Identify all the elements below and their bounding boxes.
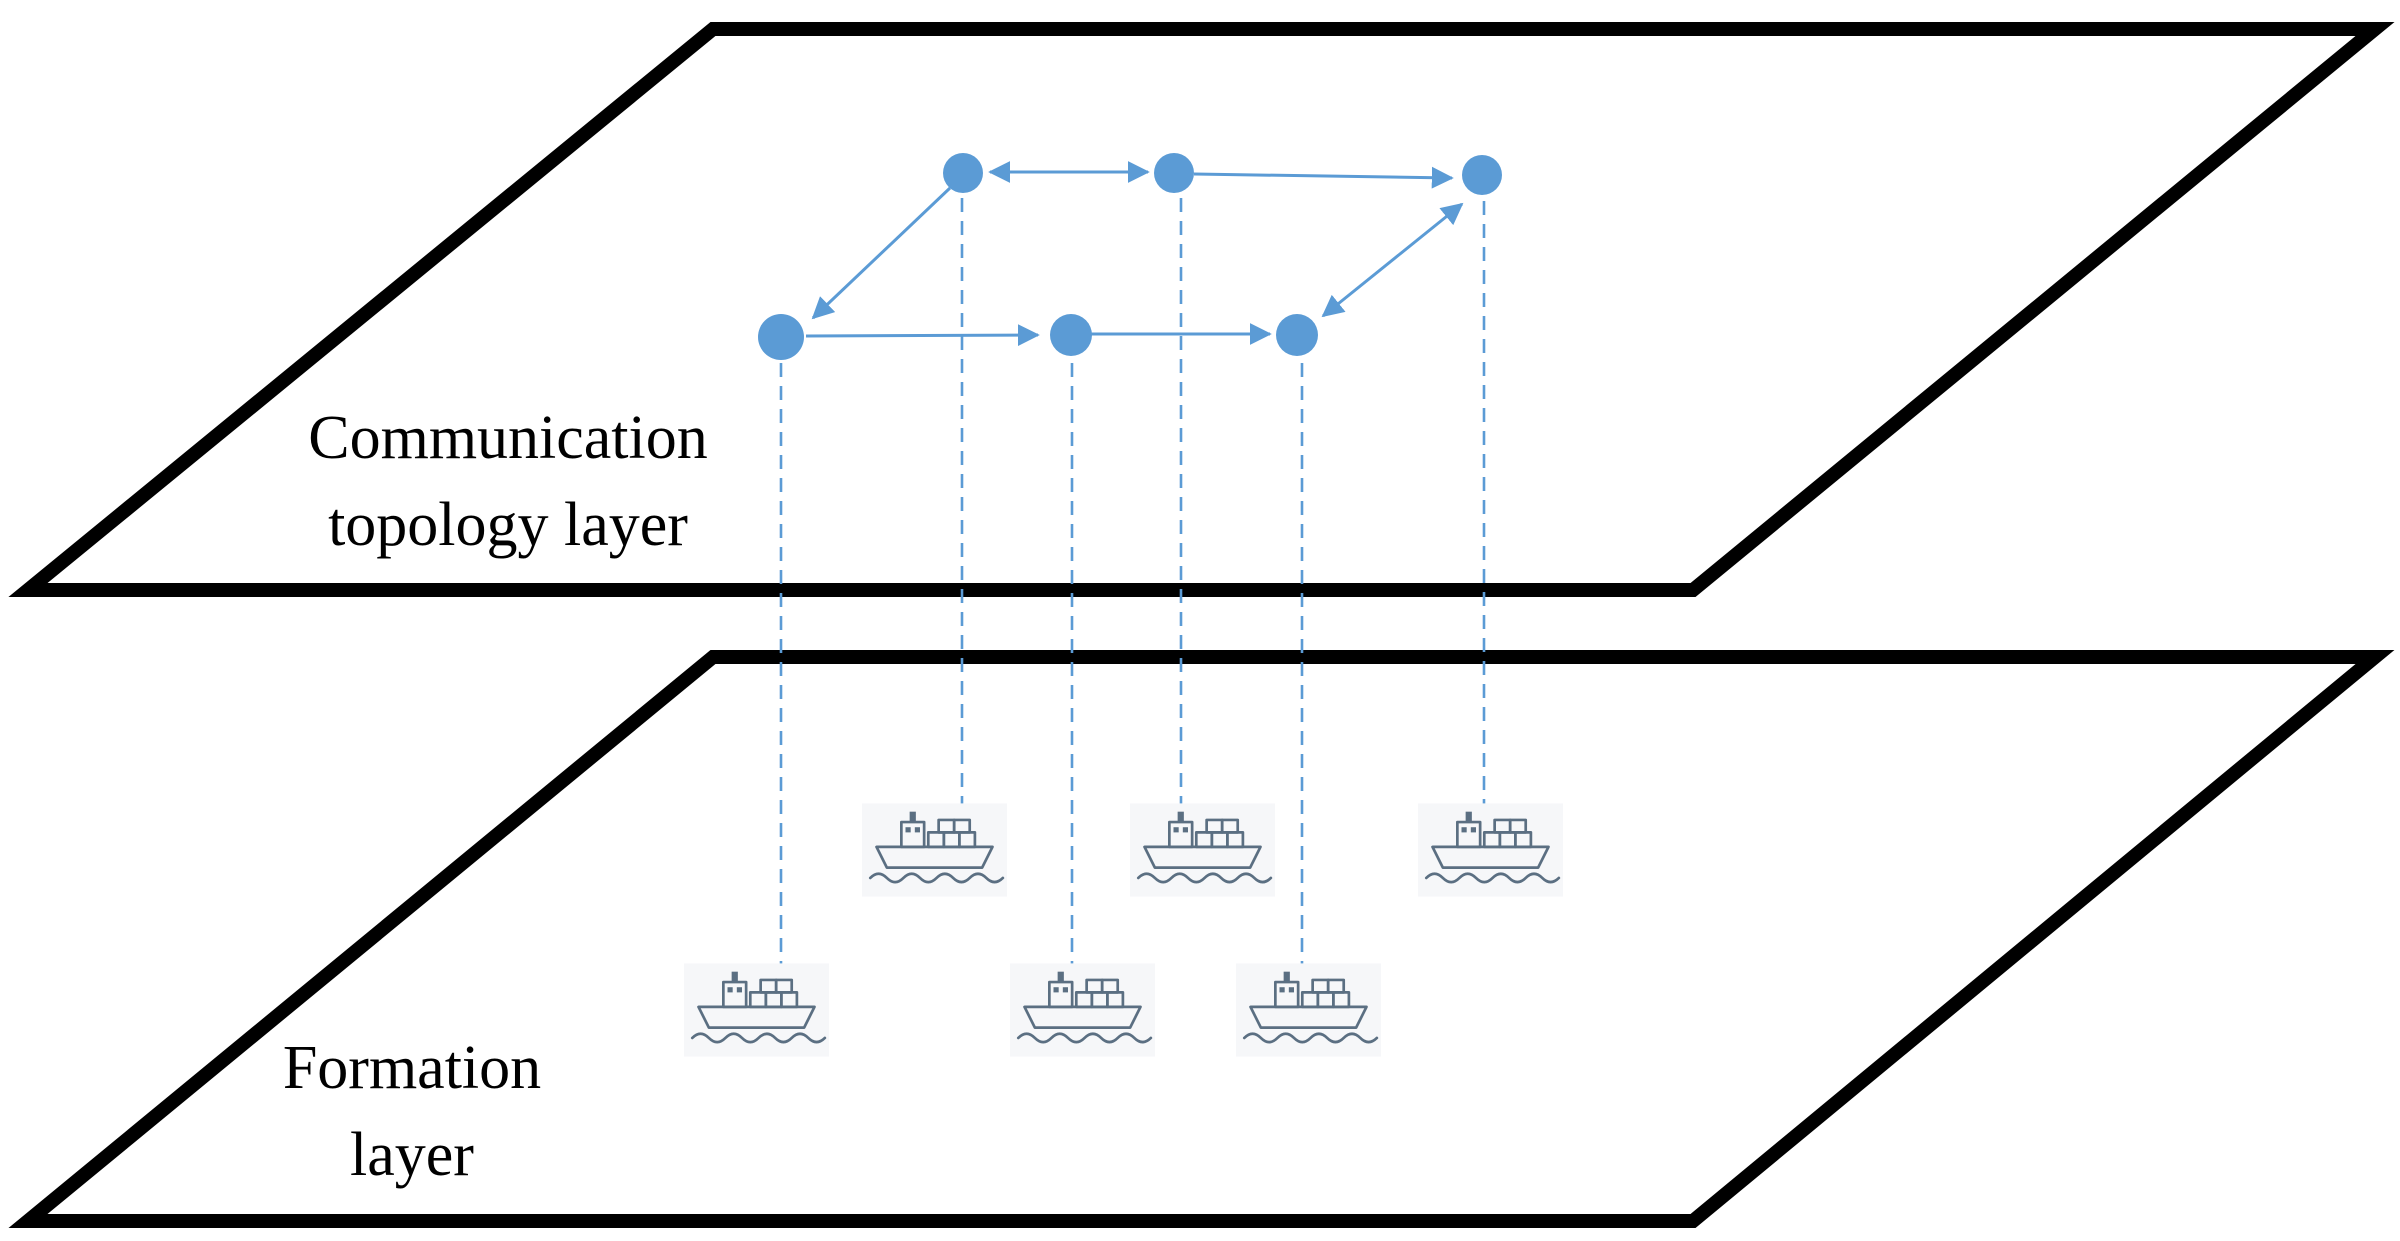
communication-layer-label-line2: topology layer: [328, 491, 688, 559]
formation-layer-label-line2: layer: [350, 1121, 474, 1189]
edge-n3-n6: [1193, 166, 1454, 189]
container-ship-icon-2: [1130, 801, 1275, 899]
formation-layer-plane: [8, 650, 2395, 1228]
formation-layer-label-line1: Formation: [283, 1034, 541, 1102]
edge-n1-n4: [805, 324, 1040, 347]
container-ship-icon-4: [684, 961, 829, 1059]
container-ship-icon-1: [862, 801, 1007, 899]
agent-node-2: [943, 153, 983, 193]
agent-node-3: [1154, 153, 1194, 193]
communication-layer-label-line1: Communication: [308, 404, 708, 472]
container-ship-icon-3: [1418, 801, 1563, 899]
agent-node-6: [1462, 155, 1502, 195]
edge-n2-n1: [811, 186, 952, 320]
agent-node-1: [758, 314, 804, 360]
communication-layer-plane: [8, 22, 2395, 597]
container-ship-icon-6: [1236, 961, 1381, 1059]
edge-n5-n6: [1321, 202, 1464, 318]
agent-node-5: [1276, 314, 1318, 356]
agent-node-4: [1050, 314, 1092, 356]
container-ship-icon-5: [1010, 961, 1155, 1059]
